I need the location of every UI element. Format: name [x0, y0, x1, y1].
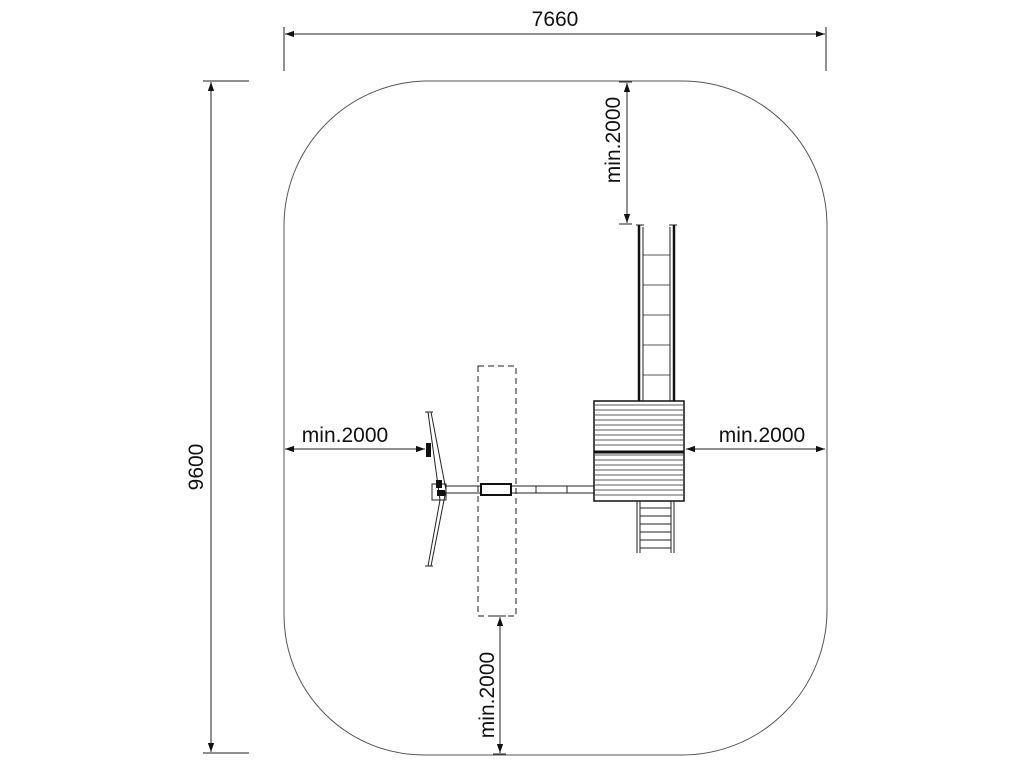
overall-length-label: 9600 — [185, 444, 208, 491]
tower-platform — [593, 400, 685, 502]
dimension-clearance-right: min.2000 — [686, 424, 825, 453]
clearance-right-label: min.2000 — [719, 424, 805, 447]
clearance-top-label: min.2000 — [602, 97, 625, 183]
clearance-bottom-label: min.2000 — [476, 652, 499, 738]
dimension-clearance-top: min.2000 — [602, 81, 632, 225]
dimension-overall-length: 9600 — [185, 80, 249, 754]
safety-zone-outline — [283, 80, 828, 756]
dimension-clearance-bottom: min.2000 — [476, 615, 506, 755]
clearance-left-label: min.2000 — [302, 424, 388, 447]
swing-beam — [446, 483, 594, 496]
slide — [636, 224, 677, 401]
swing-seat-zone — [477, 365, 517, 617]
swing-frame — [425, 411, 447, 567]
ladder — [636, 501, 675, 553]
overall-width-label: 7660 — [532, 8, 579, 31]
dimension-clearance-left: min.2000 — [285, 424, 425, 453]
dimension-overall-width: 7660 — [283, 8, 827, 71]
